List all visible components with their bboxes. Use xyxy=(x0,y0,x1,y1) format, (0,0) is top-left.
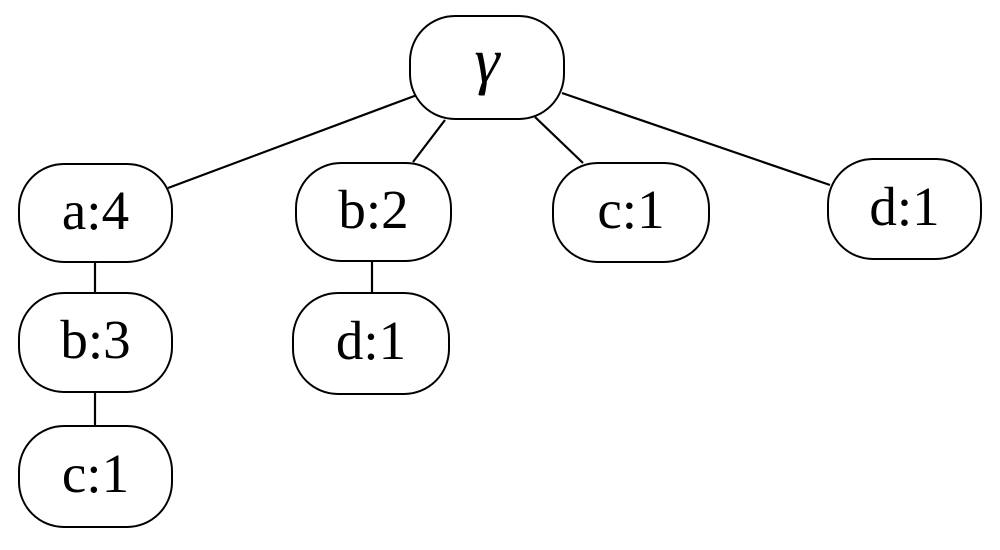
node-label-c1-top: c:1 xyxy=(597,179,665,240)
node-label-d1-top: d:1 xyxy=(869,175,940,237)
edge-root-a4 xyxy=(167,93,418,190)
node-label-b2: b:2 xyxy=(338,178,409,240)
tree-node-d1-top: d:1 xyxy=(827,158,982,260)
tree-node-a4: a:4 xyxy=(18,163,173,263)
edge-root-d1 xyxy=(561,91,831,187)
tree-node-b3: b:3 xyxy=(18,292,173,393)
node-label-d1-mid: d:1 xyxy=(335,310,407,371)
edge-root-b2 xyxy=(412,119,446,163)
node-label-b3: b:3 xyxy=(60,309,131,370)
tree-node-c1-top: c:1 xyxy=(552,162,710,263)
tree-node-d1-mid: d:1 xyxy=(292,292,450,395)
edge-root-c1 xyxy=(534,116,584,164)
tree-node-c1-bottom: c:1 xyxy=(18,425,173,528)
node-label-root: γ xyxy=(474,24,500,96)
node-label-c1-bottom: c:1 xyxy=(61,443,130,504)
tree-node-b2: b:2 xyxy=(295,162,452,262)
tree-node-root: γ xyxy=(409,15,565,120)
node-label-a4: a:4 xyxy=(61,179,130,241)
